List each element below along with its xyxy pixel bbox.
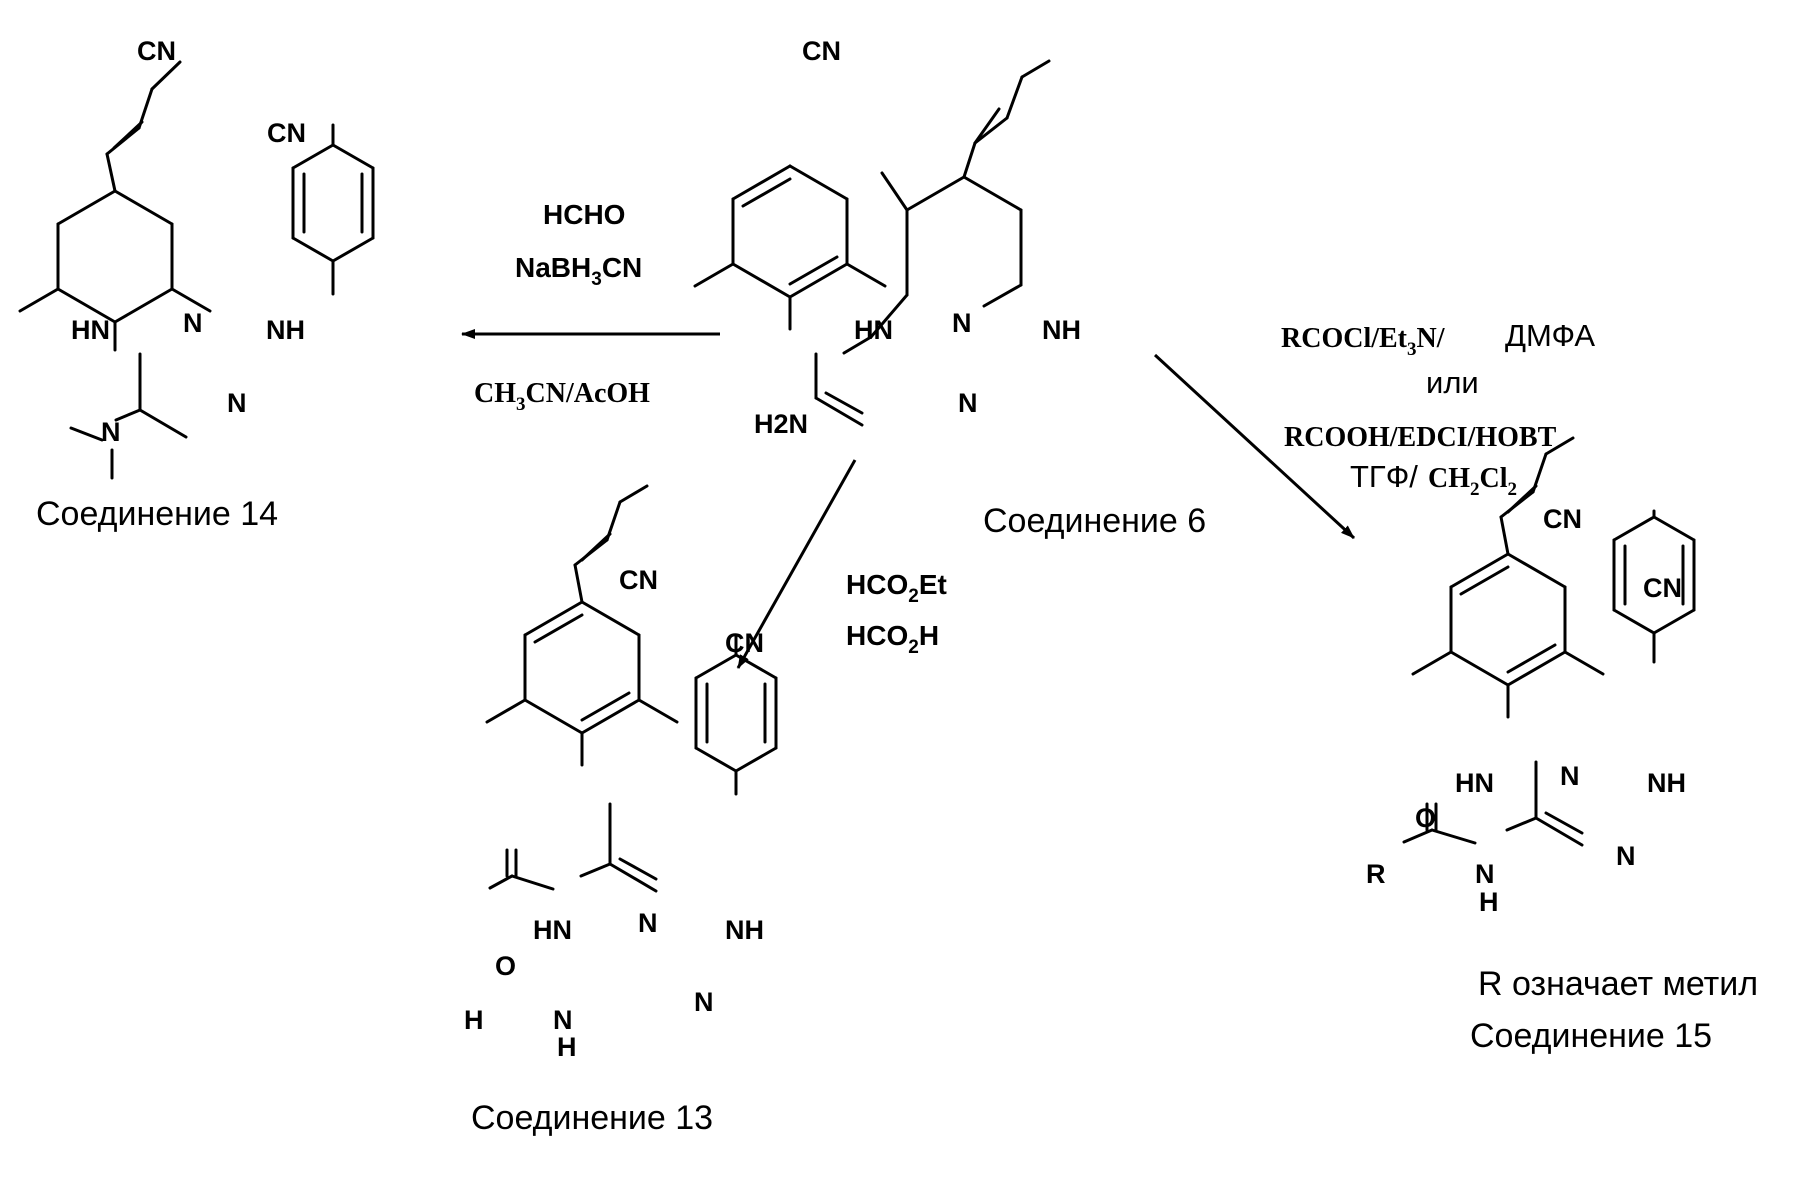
compound-6-cn-top: CN <box>802 36 841 66</box>
compound-6: CN HN NH N N H2N <box>693 36 1081 439</box>
compound-15-hn: HN <box>1455 768 1494 798</box>
caption-compound-6: Соединение 6 <box>983 502 1206 540</box>
compound-13-amide-h: H <box>557 1032 577 1062</box>
compound-6-bonds <box>842 59 1051 355</box>
compound-6-ring-pyrimidine <box>814 352 864 427</box>
reagent-rcooh-edci-hobt: RCOOH/EDCI/HOBT <box>1284 422 1557 453</box>
compound-15-ring-aryl <box>1612 509 1696 664</box>
caption-compound-15: Соединение 15 <box>1470 1017 1712 1055</box>
compound-13-formyl-h: H <box>464 1005 484 1035</box>
compound-15-nh: NH <box>1647 768 1686 798</box>
compound-13-carbonyl-o: O <box>495 951 516 981</box>
compound-14-nh: NH <box>266 315 305 345</box>
compound-15-n2: N <box>1616 841 1636 871</box>
compound-14-amine-n: N <box>101 417 121 447</box>
compound-15-ring-pyrimidine <box>1402 760 1584 847</box>
solvent-ch2cl2: CH2Cl2 <box>1428 463 1517 500</box>
compound-13-n1: N <box>638 908 658 938</box>
compound-13-ring-pyrimidine <box>488 802 658 893</box>
caption-compound-13: Соединение 13 <box>471 1099 713 1137</box>
compound-13-cn-top: CN <box>619 565 658 595</box>
caption-compound-14: Соединение 14 <box>36 495 278 533</box>
reagent-hco2et: HCO2Et <box>846 569 947 607</box>
solvent-thf: ТГФ/ <box>1350 459 1418 494</box>
compound-14: CN CN HN NH N N N <box>18 36 375 480</box>
compound-15-amide-h: H <box>1479 887 1499 917</box>
compound-15-cn-aryl: CN <box>1643 573 1682 603</box>
compound-14-n1: N <box>183 308 203 338</box>
compound-13-hn: HN <box>533 915 572 945</box>
reagent-rcocl-et3n: RCOCl/Et3N/ <box>1281 323 1446 360</box>
compound-14-ring-aryl <box>291 123 375 296</box>
compound-13-ring-aryl <box>694 634 778 796</box>
compound-15: CN CN HN NH N N O R N H <box>1366 436 1696 917</box>
compound-13-n2: N <box>694 987 714 1017</box>
solvent-dmfa: ДМФА <box>1505 318 1595 353</box>
condition-or: или <box>1426 365 1479 400</box>
compound-6-ring-mesityl <box>693 164 887 331</box>
compound-13-nh: NH <box>725 915 764 945</box>
compound-6-nh: NH <box>1042 315 1081 345</box>
note-r-methyl: R означает метил <box>1478 965 1758 1003</box>
compound-6-n2: N <box>958 388 978 418</box>
reagent-hcho: HCHO <box>543 199 625 230</box>
compound-13-ring-mesityl <box>485 484 679 767</box>
compound-14-n2: N <box>227 388 247 418</box>
compound-15-amide-n: N <box>1475 859 1495 889</box>
reagent-hco2h: HCO2H <box>846 620 939 658</box>
compound-13: CN CN HN NH N N O H N H <box>464 484 778 1062</box>
compound-15-ring-mesityl <box>1411 436 1605 719</box>
compound-14-hn: HN <box>71 315 110 345</box>
compound-15-cn-top: CN <box>1543 504 1582 534</box>
compound-6-amine: H2N <box>754 409 808 439</box>
compound-15-carbonyl-o: O <box>1415 803 1436 833</box>
reagent-nabh3cn: NaBH3CN <box>515 252 642 290</box>
compound-13-amide-n: N <box>553 1005 573 1035</box>
compound-15-r-group: R <box>1366 859 1386 889</box>
compound-14-cn-top: CN <box>137 36 176 66</box>
arrow-to-compound-13 <box>736 459 857 669</box>
arrow-to-compound-15 <box>1153 353 1356 540</box>
compound-6-hn: HN <box>854 315 893 345</box>
compound-6-n1: N <box>952 308 972 338</box>
compound-14-bonds <box>18 60 212 480</box>
compound-15-n1: N <box>1560 761 1580 791</box>
solvent-ch3cn-acoh: CH3CN/AcOH <box>474 378 650 415</box>
compound-14-cn-aryl: CN <box>267 118 306 148</box>
